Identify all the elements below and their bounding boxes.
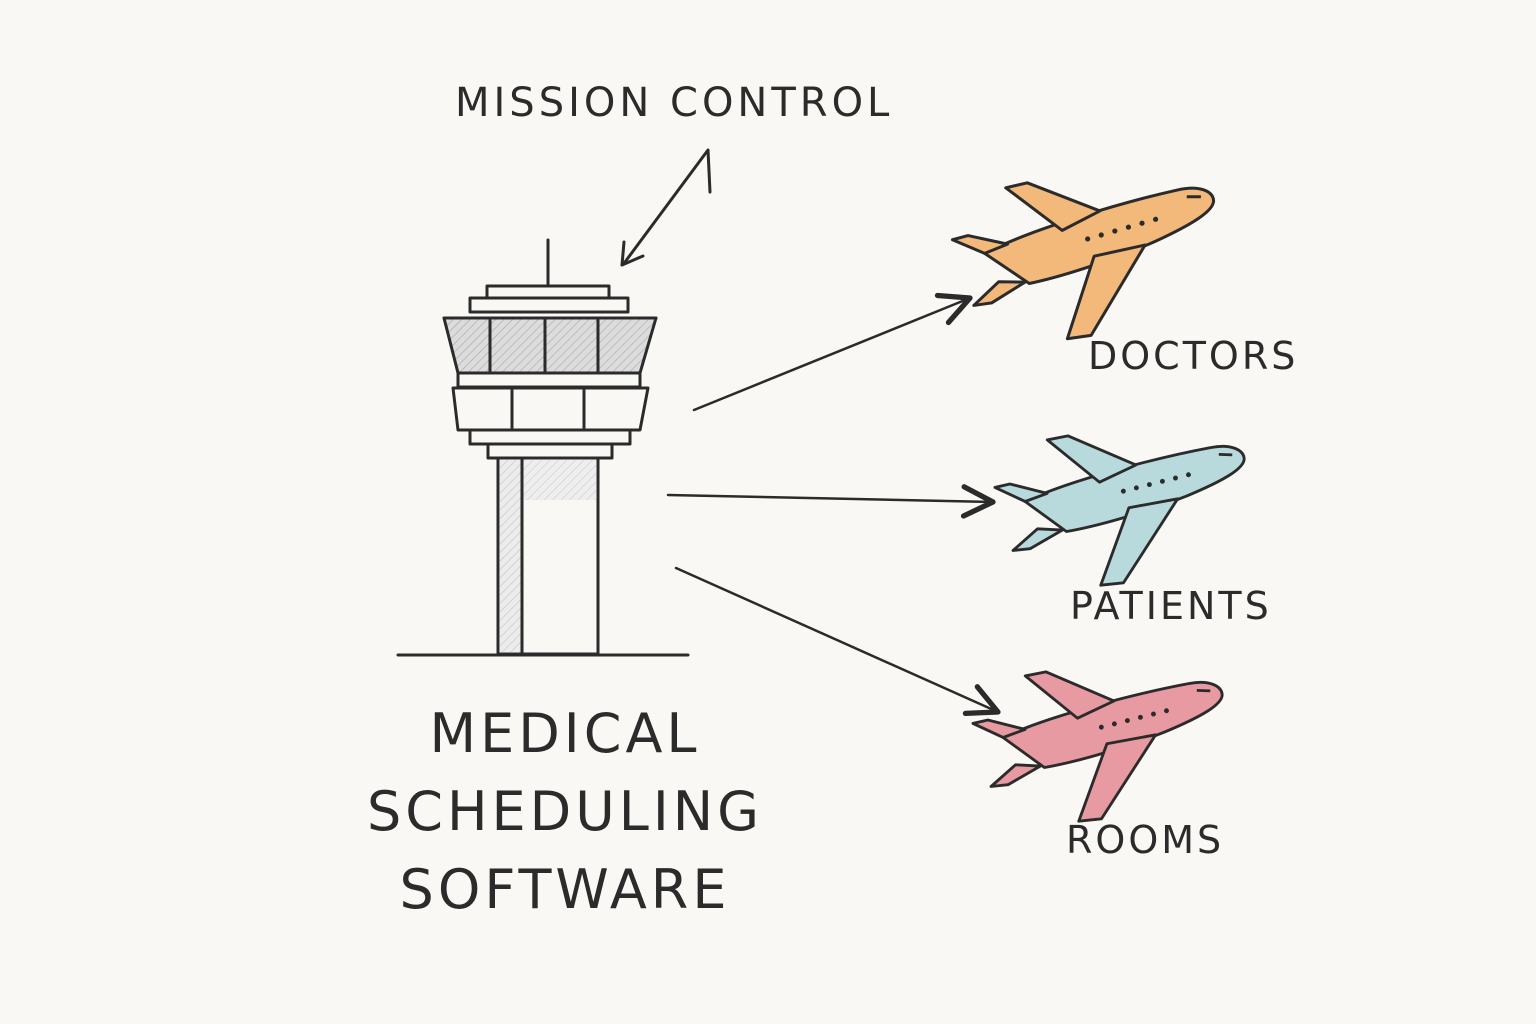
mission-control-pointer xyxy=(620,148,712,267)
control-tower-icon xyxy=(396,238,690,657)
main-label-line-3: SOFTWARE xyxy=(399,858,731,921)
arrows xyxy=(666,292,1001,717)
mission-control-label: MISSION CONTROL xyxy=(455,80,894,126)
main-label-line-2: SCHEDULING xyxy=(366,780,764,843)
medical-scheduling-software-label: MEDICAL SCHEDULING SOFTWARE xyxy=(300,695,830,929)
arrow-to-patients xyxy=(666,484,996,519)
main-label-line-1: MEDICAL xyxy=(429,702,701,765)
arrow-to-rooms xyxy=(674,566,1001,717)
arrow-to-doctors xyxy=(692,292,973,412)
patients-label: PATIENTS xyxy=(1070,584,1272,628)
airplane-icon-doctors xyxy=(944,155,1232,355)
doctors-label: DOCTORS xyxy=(1088,334,1299,378)
rooms-label: ROOMS xyxy=(1066,818,1225,862)
airplane-icon-patients xyxy=(988,416,1258,597)
airplane-icon-rooms xyxy=(966,652,1236,833)
